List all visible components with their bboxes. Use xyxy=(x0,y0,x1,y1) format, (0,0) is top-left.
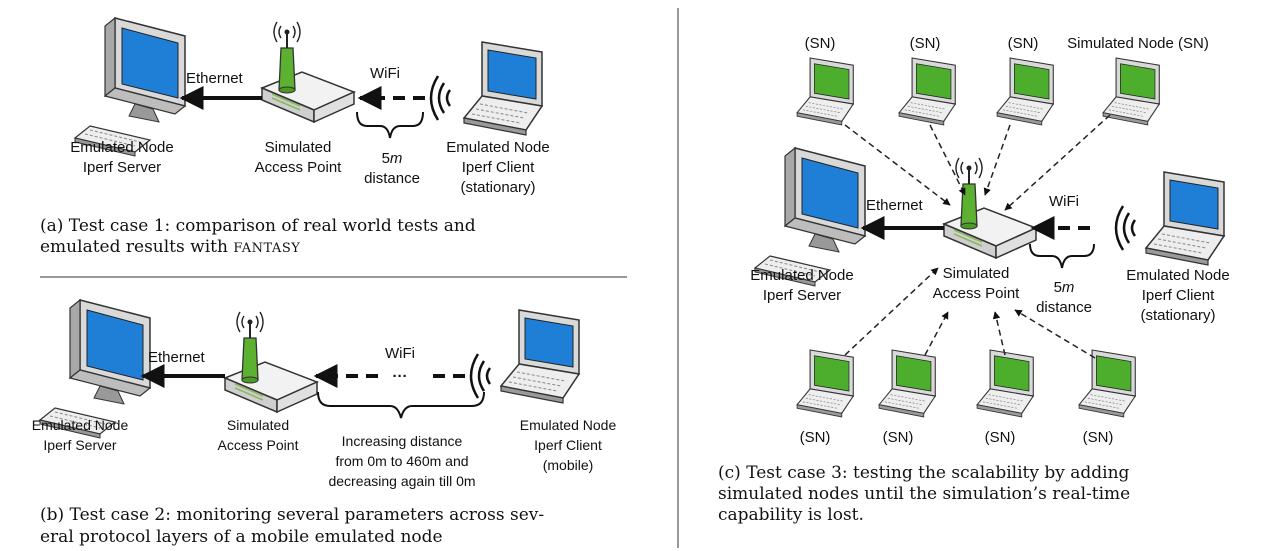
sn-link xyxy=(929,124,966,196)
distance-brace xyxy=(317,391,485,419)
distance-word: distance xyxy=(364,170,420,187)
sn-link xyxy=(1014,309,1096,359)
server-label-line2: Iperf Server xyxy=(43,437,116,453)
wifi-waves-icon xyxy=(1114,204,1137,252)
caption-a-line1: (a) Test case 1: comparison of real worl… xyxy=(40,216,476,236)
sn-link xyxy=(844,267,939,356)
sn-label-top-4: Simulated Node (SN) xyxy=(1067,35,1209,52)
sn-label-bottom-4: (SN) xyxy=(1083,429,1114,446)
client-label-line3: (stationary) xyxy=(1140,307,1215,324)
sn-label-top-1: (SN) xyxy=(805,35,836,52)
server-label-line2: Iperf Server xyxy=(763,287,841,304)
simulated-node-laptop-icon xyxy=(796,349,854,418)
laptop-icon xyxy=(1145,171,1225,266)
ap-label-line2: Access Point xyxy=(933,285,1021,302)
server-label-line1: Emulated Node xyxy=(32,417,129,433)
sn-label-bottom-2: (SN) xyxy=(883,429,914,446)
distance-value: 5m xyxy=(382,150,403,167)
ap-label-line1: Simulated xyxy=(265,139,332,156)
wifi-label: WiFi xyxy=(370,65,400,82)
distance-brace xyxy=(356,111,424,139)
caption-c-line1: (c) Test case 3: testing the scalability… xyxy=(718,463,1130,483)
simulated-node-laptop-icon xyxy=(996,57,1054,126)
wifi-waves-icon xyxy=(469,352,492,400)
access-point-icon xyxy=(224,311,318,413)
ap-label-line1: Simulated xyxy=(227,417,289,433)
simulated-node-laptop-icon xyxy=(898,57,956,126)
client-label-line3: (mobile) xyxy=(543,457,594,473)
sn-label-top-3: (SN) xyxy=(1008,35,1039,52)
ap-label-line2: Access Point xyxy=(218,437,299,453)
access-point-icon xyxy=(943,157,1037,259)
caption-a-line2: emulated results with FANTASY xyxy=(40,237,300,257)
client-label-line2: Iperf Client xyxy=(462,159,535,176)
laptop-icon xyxy=(500,309,580,404)
client-label-line1: Emulated Node xyxy=(520,417,617,433)
caption-b-line1: (b) Test case 2: monitoring several para… xyxy=(40,505,544,525)
caption-c-line3: capability is lost. xyxy=(718,505,864,525)
caption-c-line2: simulated nodes until the simulation’s r… xyxy=(718,484,1130,504)
client-label-line2: Iperf Client xyxy=(534,437,602,453)
ethernet-label: Ethernet xyxy=(186,70,244,87)
wifi-ellipsis: ··· xyxy=(393,368,408,385)
ethernet-label: Ethernet xyxy=(148,349,206,366)
distance-line2: from 0m to 460m and xyxy=(335,453,468,469)
panel-b: Ethernet ··· WiFi Increasing distance fr… xyxy=(32,299,617,547)
client-label-line1: Emulated Node xyxy=(1126,267,1229,284)
sn-link xyxy=(992,311,1006,356)
sn-label-top-2: (SN) xyxy=(910,35,941,52)
desktop-computer-icon xyxy=(74,17,186,157)
simulated-node-laptop-icon xyxy=(796,57,854,126)
caption-b-line2: eral protocol layers of a mobile emulate… xyxy=(40,527,443,547)
sn-link xyxy=(1004,114,1111,211)
access-point-icon xyxy=(261,21,355,123)
simulated-node-laptop-icon xyxy=(1078,349,1136,418)
ap-label-line2: Access Point xyxy=(255,159,343,176)
sn-link xyxy=(924,311,949,356)
laptop-icon xyxy=(463,41,543,136)
client-label-line3: (stationary) xyxy=(460,179,535,196)
distance-value: 5m xyxy=(1054,279,1075,296)
sn-link xyxy=(844,124,951,206)
wifi-label: WiFi xyxy=(385,345,415,362)
simulated-node-laptop-icon xyxy=(878,349,936,418)
ethernet-label: Ethernet xyxy=(866,197,924,214)
wifi-label: WiFi xyxy=(1049,193,1079,210)
client-label-line2: Iperf Client xyxy=(1142,287,1215,304)
distance-line1: Increasing distance xyxy=(342,433,463,449)
sn-label-bottom-1: (SN) xyxy=(800,429,831,446)
distance-line3: decreasing again till 0m xyxy=(328,473,475,489)
sn-link xyxy=(983,124,1011,196)
simulated-node-laptop-icon xyxy=(1102,57,1160,126)
desktop-computer-icon xyxy=(754,147,866,287)
sn-label-bottom-3: (SN) xyxy=(985,429,1016,446)
distance-brace xyxy=(1029,243,1095,269)
panel-a: Ethernet WiFi 5m distance Emulated Node … xyxy=(40,17,550,257)
panel-c: (SN) (SN) (SN) Simulated Node (SN) WiFi … xyxy=(718,35,1230,525)
simulated-node-laptop-icon xyxy=(976,349,1034,418)
wifi-waves-icon xyxy=(429,74,452,122)
distance-word: distance xyxy=(1036,299,1092,316)
server-label-line1: Emulated Node xyxy=(750,267,853,284)
server-label-line1: Emulated Node xyxy=(70,139,173,156)
server-label-line2: Iperf Server xyxy=(83,159,161,176)
client-label-line1: Emulated Node xyxy=(446,139,549,156)
ap-label-line1: Simulated xyxy=(943,265,1010,282)
